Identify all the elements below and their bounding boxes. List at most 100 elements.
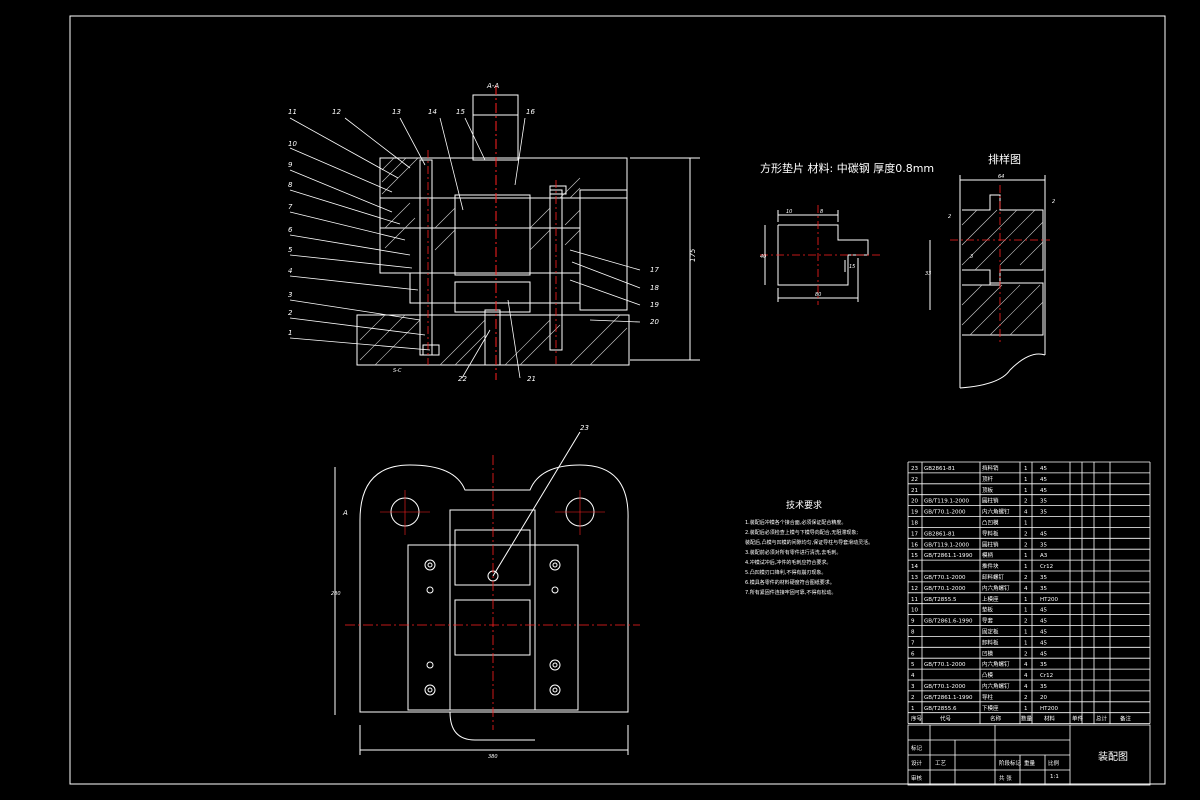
bom-cell-qty: 4 [1024,586,1028,592]
bom-cell-name: 顶板 [982,486,994,494]
bom-header-note: 备注 [1120,715,1132,723]
bom-header-qty: 数量 [1021,715,1033,723]
strip-dim-64: 64 [998,174,1004,180]
bom-cell-mat: 45 [1040,608,1047,614]
bom-cell-qty: 1 [1024,488,1028,494]
drawing-border [69,15,1166,785]
section-base-note: S-C [393,368,402,374]
tech-req-line: 4.冲模试冲后,冲件的毛刺应符合要求。 [745,559,831,566]
strip-dim-3: 3 [970,254,973,260]
bom-cell-qty: 1 [1024,564,1028,570]
tech-req-line: 1.装配后冲模各个接合面,必须保证配合精度。 [745,519,846,526]
bom-cell-mat: 45 [1040,531,1047,537]
bom-cell-qty: 2 [1024,499,1028,505]
bom-cell-mat: 45 [1040,651,1047,657]
bom-cell-code: GB/T2861.1-1990 [924,695,973,701]
bom-cell-code: GB/T70.1-2000 [924,510,966,516]
part-label-21: 21 [527,375,536,383]
strip-layout [929,175,1046,389]
bom-cell-name: 导套 [982,617,994,625]
bom-cell-name: 垫板 [982,606,994,614]
strip-layout-title: 排样图 [988,152,1021,166]
title-stage: 阶段标记 [999,759,1022,767]
part-label-9: 9 [288,161,293,169]
part-label-19: 19 [650,301,659,309]
bom-cell-no: 8 [911,630,915,636]
bom-cell-qty: 2 [1024,542,1028,548]
bom-cell-mat: 45 [1040,640,1047,646]
bom-cell-name: 内六角螺钉 [982,584,1010,592]
bom-cell-code: GB/T70.1-2000 [924,575,966,581]
section-top-label: A-A [486,82,499,90]
bom-cell-mat: 45 [1040,477,1047,483]
part-label-22: 22 [458,375,467,383]
bom-cell-name: 下模座 [982,704,999,712]
title-drawing-name: 装配图 [1098,750,1128,763]
bom-cell-name: 模柄 [982,551,994,559]
bom-cell-no: 20 [911,499,918,505]
bom-cell-mat: Cr12 [1040,673,1053,679]
section-leaders [289,117,641,379]
bom-cell-qty: 4 [1024,510,1028,516]
bom-cell-mat: 45 [1040,619,1047,625]
strip-dim-33: 33 [925,271,931,277]
bom-cell-no: 22 [911,477,918,483]
bom-cell-no: 13 [911,575,918,581]
bom-cell-code: GB/T2861.6-1990 [924,619,973,625]
bom-cell-mat: 35 [1040,586,1047,592]
bom-cell-name: 上模座 [982,595,999,603]
bom-cell-mat: 35 [1040,662,1047,668]
part-label-4: 4 [288,267,292,275]
bom-cell-no: 23 [911,466,918,472]
title-row-label: 审核 [911,774,923,782]
bom-cell-mat: 35 [1040,684,1047,690]
tech-req-line: 2.装配后必须检查上模与下模导向配合,无阻滞现象; [745,529,858,536]
bom-cell-no: 12 [911,586,918,592]
part-label-3: 3 [288,291,292,299]
plan-callout-23: 23 [580,424,589,432]
title-row-label: 设计 [911,759,923,767]
part-label-14: 14 [428,108,437,116]
bom-cell-mat: HT200 [1040,706,1058,712]
bom-cell-no: 6 [911,651,915,657]
bom-cell-name: 内六角螺钉 [982,682,1010,690]
part-label-12: 12 [332,108,341,116]
part-dim-80: 80 [815,292,821,298]
bom-cell-qty: 1 [1024,597,1028,603]
bom-cell-mat: 45 [1040,466,1047,472]
part-label-2: 2 [288,309,293,317]
part-label-8: 8 [288,181,293,189]
bom-cell-name: 内六角螺钉 [982,508,1010,516]
bom-cell-mat: Cr12 [1040,564,1053,570]
bom-cell-name: 导料板 [982,529,999,537]
title-block [907,724,1151,786]
bom-cell-name: 固定板 [982,628,999,636]
bom-cell-no: 10 [911,608,918,614]
bom-table [907,461,1151,724]
bom-cell-mat: 45 [1040,488,1047,494]
bom-header-no: 序号 [911,715,923,723]
bom-cell-no: 18 [911,521,918,527]
tech-req-line: 7.所有紧固件连接牢固可靠,不得有松动。 [745,589,836,596]
part-label-1: 1 [288,329,292,337]
plan-width-dim: 380 [488,754,498,760]
part-label-11: 11 [288,108,297,116]
part-label-10: 10 [288,140,297,148]
bom-cell-code: GB/T119.1-2000 [924,499,969,505]
bom-cell-code: GB/T2861.1-1990 [924,553,973,559]
bom-cell-qty: 1 [1024,640,1028,646]
part-label-20: 20 [650,318,659,326]
title-row-label: 标记 [911,744,923,752]
title-scale-label: 比例 [1048,759,1060,767]
bom-cell-qty: 2 [1024,531,1028,537]
strip-dim-2a: 2 [1052,199,1055,205]
section-labels: A-A 11 12 13 14 15 16 10 9 8 7 6 5 4 3 2… [288,82,697,383]
bom-cell-name: 卸料螺钉 [982,573,1005,581]
bom-cell-no: 19 [911,510,918,516]
bom-cell-qty: 1 [1024,608,1028,614]
bom-header-weight1: 单件 [1072,715,1084,723]
tech-req-title: 技术要求 [786,499,822,511]
plan-section-mark: A [342,509,348,517]
